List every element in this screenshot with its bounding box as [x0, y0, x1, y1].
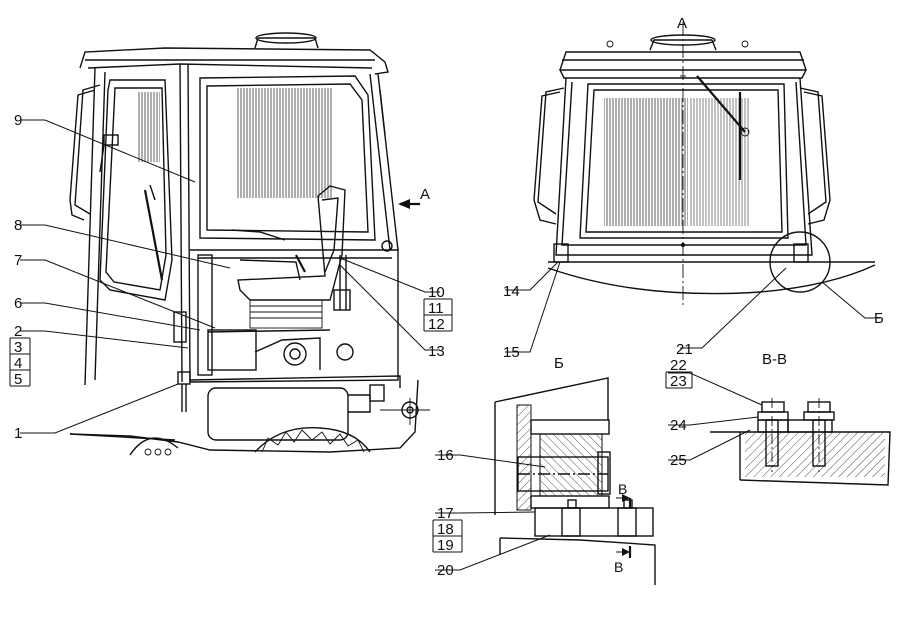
callout-1: 1	[14, 425, 22, 442]
callout-3: 3	[14, 339, 22, 356]
arrow-a-label: А	[420, 186, 430, 203]
section-v-mark-top: В	[618, 481, 627, 497]
detail-b	[494, 377, 656, 585]
callout-17: 17	[437, 505, 454, 522]
callout-6: 6	[14, 295, 22, 312]
view-a-title: А	[677, 15, 687, 32]
callout-8: 8	[14, 217, 22, 234]
callout-15: 15	[503, 344, 520, 361]
cab-side-view	[69, 32, 430, 456]
callout-23: 23	[670, 373, 687, 390]
section-vv-title: В-В	[762, 351, 787, 368]
callout-4: 4	[14, 355, 22, 372]
section-v-mark-bottom: В	[614, 559, 623, 575]
callout-12: 12	[428, 316, 445, 333]
callout-24: 24	[670, 417, 687, 434]
callout-22: 22	[670, 357, 687, 374]
callout-2: 2	[14, 323, 22, 340]
detail-b-ref: Б	[874, 310, 884, 327]
callout-labels: 1 2 3 4 5 6 7 8 9 10 11 12 13 14 15 21 1…	[9, 15, 884, 579]
section-v-v	[710, 398, 891, 486]
callout-7: 7	[14, 252, 22, 269]
leader-lines	[20, 119, 880, 571]
callout-19: 19	[437, 537, 454, 554]
callout-5: 5	[14, 371, 22, 388]
callout-25: 25	[670, 452, 687, 469]
cab-front-view-a	[533, 22, 876, 305]
callout-18: 18	[437, 521, 454, 538]
callout-14: 14	[503, 283, 520, 300]
callout-20: 20	[437, 562, 454, 579]
callout-13: 13	[428, 343, 445, 360]
detail-b-title: Б	[554, 355, 564, 372]
callout-11: 11	[428, 300, 444, 317]
callout-10: 10	[428, 284, 445, 301]
callout-9: 9	[14, 112, 22, 129]
callout-21: 21	[676, 341, 693, 358]
callout-16: 16	[437, 447, 454, 464]
